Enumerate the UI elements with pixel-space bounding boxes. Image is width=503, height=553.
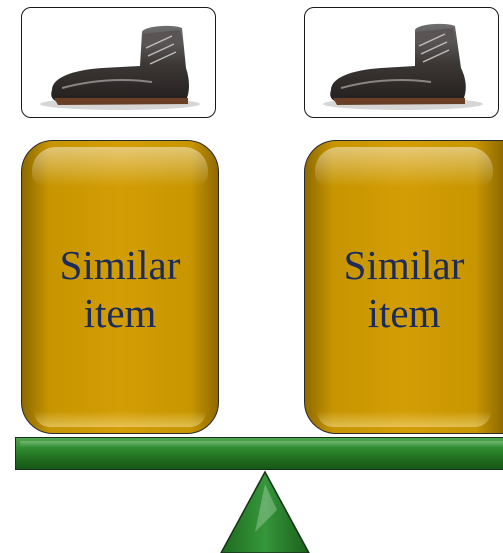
- boot-icon: [323, 23, 483, 110]
- right-item-image: [304, 7, 499, 118]
- left-item-label: Similar item: [22, 241, 218, 337]
- right-item-label: Similar item: [305, 241, 503, 337]
- right-item-label-line2: item: [367, 290, 441, 336]
- right-item-box: Similar item: [304, 140, 503, 434]
- balance-beam: [15, 437, 503, 470]
- left-item-label-line1: Similar: [59, 242, 181, 288]
- left-item-box: Similar item: [21, 140, 219, 434]
- right-item-label-line1: Similar: [343, 242, 465, 288]
- boot-icon: [40, 25, 200, 110]
- fulcrum-triangle: [220, 470, 310, 553]
- left-item-label-line2: item: [83, 290, 157, 336]
- left-item-image: [21, 7, 216, 118]
